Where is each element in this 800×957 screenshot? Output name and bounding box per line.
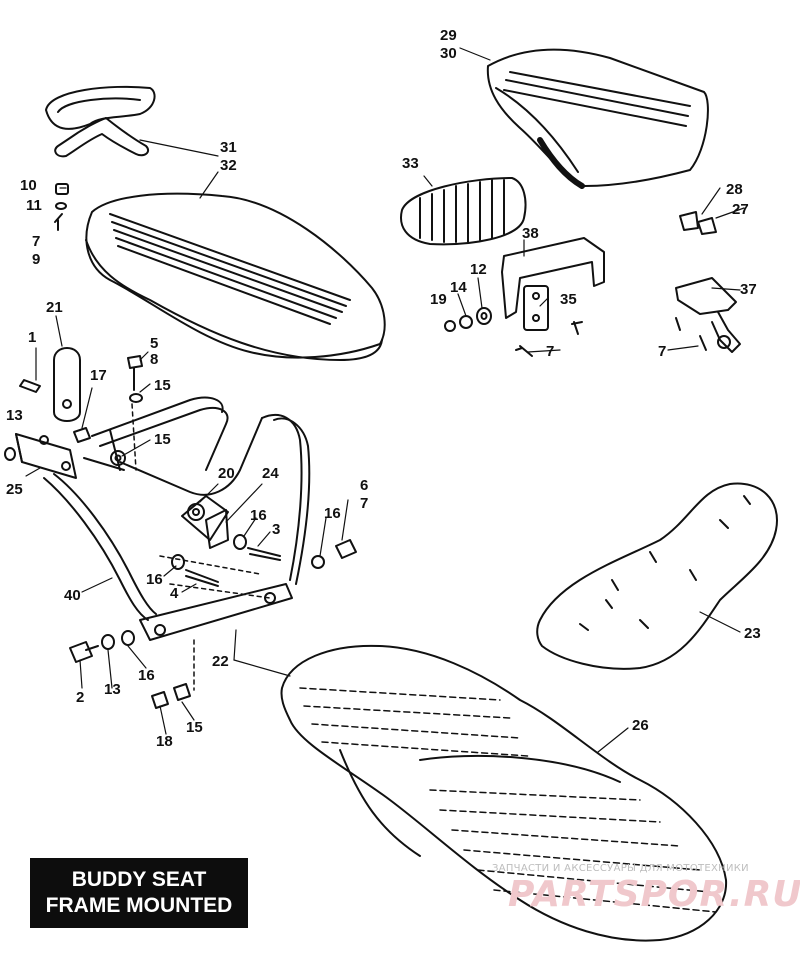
callout-25: 25 bbox=[6, 481, 23, 498]
callout-20: 20 bbox=[218, 465, 235, 482]
leader-lines bbox=[25, 47, 745, 753]
washers-12-14-19 bbox=[444, 307, 492, 332]
callout-30: 30 bbox=[440, 45, 457, 62]
banner-line-1: BUDDY SEAT bbox=[71, 868, 207, 891]
callout-29: 29 bbox=[440, 27, 457, 44]
callout-24: 24 bbox=[262, 465, 279, 482]
lower-hardware bbox=[69, 630, 195, 709]
rear-pillion-pad bbox=[486, 48, 709, 189]
dual-seat-23 bbox=[536, 482, 778, 670]
watermark-logo: PARTSPOR.RU bbox=[508, 874, 800, 915]
callout-23: 23 bbox=[744, 625, 761, 642]
callout-15a: 15 bbox=[154, 377, 171, 394]
callout-16b: 16 bbox=[324, 505, 341, 522]
callout-7c: 7 bbox=[658, 343, 666, 360]
buddy-seat-frame bbox=[43, 396, 311, 641]
callout-16a: 16 bbox=[250, 507, 267, 524]
plate-21 bbox=[53, 347, 81, 422]
callout-31: 31 bbox=[220, 139, 237, 156]
callout-32: 32 bbox=[220, 157, 237, 174]
callout-8: 8 bbox=[150, 351, 158, 368]
callout-21: 21 bbox=[46, 299, 63, 316]
callout-1: 1 bbox=[28, 329, 36, 346]
callout-35: 35 bbox=[560, 291, 577, 308]
screws-7-mid bbox=[515, 321, 583, 357]
callout-10: 10 bbox=[20, 177, 37, 194]
touring-seat-26 bbox=[280, 644, 728, 942]
washer-15 bbox=[110, 450, 126, 466]
callout-15b: 15 bbox=[154, 431, 171, 448]
callout-38: 38 bbox=[522, 225, 539, 242]
solo-seat bbox=[85, 192, 386, 361]
nut-17 bbox=[73, 427, 91, 443]
callout-26: 26 bbox=[632, 717, 649, 734]
callout-16d: 16 bbox=[138, 667, 155, 684]
callout-7d: 7 bbox=[360, 495, 368, 512]
watermark-caption: ЗАПЧАСТИ И АКСЕССУАРЫ ДЛЯ МОТОТЕХНИКИ bbox=[492, 863, 749, 874]
banner-line-2: FRAME MOUNTED bbox=[45, 894, 233, 917]
callout-11: 11 bbox=[26, 197, 42, 214]
backrest-loop bbox=[45, 85, 156, 158]
callout-7a: 7 bbox=[32, 233, 40, 250]
callout-22: 22 bbox=[212, 653, 229, 670]
callout-15c: 15 bbox=[186, 719, 203, 736]
bolts-1-5 bbox=[19, 355, 143, 471]
callout-40: 40 bbox=[64, 587, 81, 604]
callout-7b: 7 bbox=[546, 343, 554, 360]
callout-4: 4 bbox=[170, 585, 179, 602]
callout-37: 37 bbox=[740, 281, 757, 298]
callout-27: 27 bbox=[732, 201, 749, 218]
buddy-seat-banner: BUDDY SEAT FRAME MOUNTED bbox=[30, 858, 248, 928]
callout-12: 12 bbox=[470, 261, 487, 278]
callout-14: 14 bbox=[450, 279, 467, 296]
callout-16c: 16 bbox=[146, 571, 163, 588]
hardware-10-11 bbox=[54, 183, 69, 231]
callout-5: 5 bbox=[150, 335, 158, 352]
callout-33: 33 bbox=[402, 155, 419, 172]
callout-18: 18 bbox=[156, 733, 173, 750]
callout-13a: 13 bbox=[6, 407, 23, 424]
callout-13b: 13 bbox=[104, 681, 121, 698]
callout-28: 28 bbox=[726, 181, 743, 198]
callout-6: 6 bbox=[360, 477, 368, 494]
mount-bracket-37 bbox=[675, 277, 741, 353]
callout-3: 3 bbox=[272, 521, 280, 538]
bolts-3-4 bbox=[159, 534, 357, 599]
clips-27-28 bbox=[679, 211, 717, 235]
callouts: 29 30 31 32 10 11 7 9 33 28 27 38 12 14 … bbox=[6, 27, 761, 750]
backrest-bracket bbox=[501, 237, 605, 331]
callout-17: 17 bbox=[90, 367, 107, 384]
callout-19: 19 bbox=[430, 291, 447, 308]
callout-9: 9 bbox=[32, 251, 40, 268]
callout-2: 2 bbox=[76, 689, 84, 706]
spacer-25 bbox=[4, 433, 77, 479]
backrest-pad bbox=[400, 177, 527, 246]
spacer-20-24 bbox=[187, 503, 229, 549]
